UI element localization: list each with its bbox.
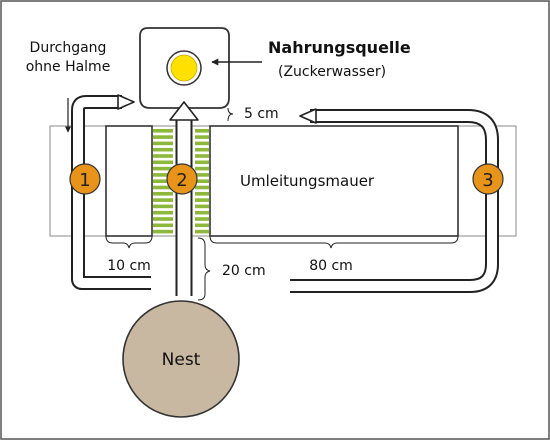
route-marker-3-label: 3	[482, 170, 493, 191]
grass-stripe	[153, 129, 173, 133]
grass-stripe	[153, 204, 173, 209]
grass-stripe	[153, 147, 173, 152]
left-width-dimension-bracket	[105, 235, 153, 249]
food-source-subtitle: (Zuckerwasser)	[278, 64, 386, 80]
route-marker-2: 2	[166, 163, 198, 195]
grass-stripe	[153, 210, 173, 215]
grass-stripe	[195, 154, 209, 158]
detour-wall-block	[209, 125, 459, 237]
grass-stripe	[153, 223, 173, 228]
route-marker-3: 3	[472, 163, 504, 195]
grass-stripe	[195, 192, 209, 196]
passage-label-line-2: ohne Halme	[26, 59, 111, 75]
grass-stripe	[153, 185, 173, 190]
detour-wall-label: Umleitungsmauer	[240, 172, 375, 190]
grass-stripe	[195, 223, 209, 228]
grass-stripe	[195, 147, 209, 152]
left-wall-block	[105, 125, 153, 237]
center-length-dimension-label: 20 cm	[222, 263, 266, 279]
grass-stripe	[195, 135, 209, 139]
grass-stripe	[153, 229, 173, 234]
gap-dimension-bracket	[227, 107, 234, 122]
route-marker-2-label: 2	[176, 170, 187, 191]
grass-stripe	[195, 217, 209, 221]
grass-stripe	[195, 204, 209, 209]
nest-label: Nest	[162, 350, 201, 370]
grass-stripe	[153, 192, 173, 196]
grass-stripe	[195, 229, 209, 234]
grass-stripe	[195, 160, 209, 165]
grass-stripe	[195, 198, 209, 202]
route-marker-1: 1	[69, 163, 101, 195]
food-source-title: Nahrungsquelle	[268, 38, 411, 57]
grass-stripe	[153, 217, 173, 221]
route-1-channel	[73, 97, 151, 288]
grass-stripe	[153, 141, 173, 146]
route-1-arrowhead	[117, 94, 135, 110]
center-length-dimension-bracket	[197, 237, 211, 301]
grass-stripe	[195, 129, 209, 133]
grass-stripe	[195, 210, 209, 215]
route-3-arrowhead	[299, 108, 317, 124]
grass-stripe	[195, 179, 209, 183]
route-2-arrowhead	[169, 101, 199, 121]
grass-stripe	[195, 166, 209, 171]
sugar-water	[170, 54, 198, 82]
grass-stripe	[153, 173, 173, 177]
grass-stripe	[153, 154, 173, 158]
right-width-dimension-bracket	[209, 235, 459, 249]
route-3-channel	[290, 111, 497, 291]
grass-stripe	[195, 141, 209, 146]
left-width-dimension-label: 10 cm	[107, 258, 151, 274]
grass-stripe	[153, 198, 173, 202]
grass-stripe	[195, 173, 209, 177]
route-marker-1-label: 1	[79, 170, 90, 191]
grass-stripe	[153, 179, 173, 183]
passage-label-line-1: Durchgang	[30, 40, 107, 56]
gap-dimension-label: 5 cm	[244, 106, 279, 122]
grass-stripes-left	[153, 129, 173, 234]
right-width-dimension-label: 80 cm	[309, 258, 353, 274]
grass-stripe	[195, 185, 209, 190]
nest-circle	[122, 300, 240, 418]
grass-stripes-right	[195, 129, 209, 234]
grass-stripe	[153, 166, 173, 171]
grass-stripe	[153, 135, 173, 139]
grass-stripe	[153, 160, 173, 165]
